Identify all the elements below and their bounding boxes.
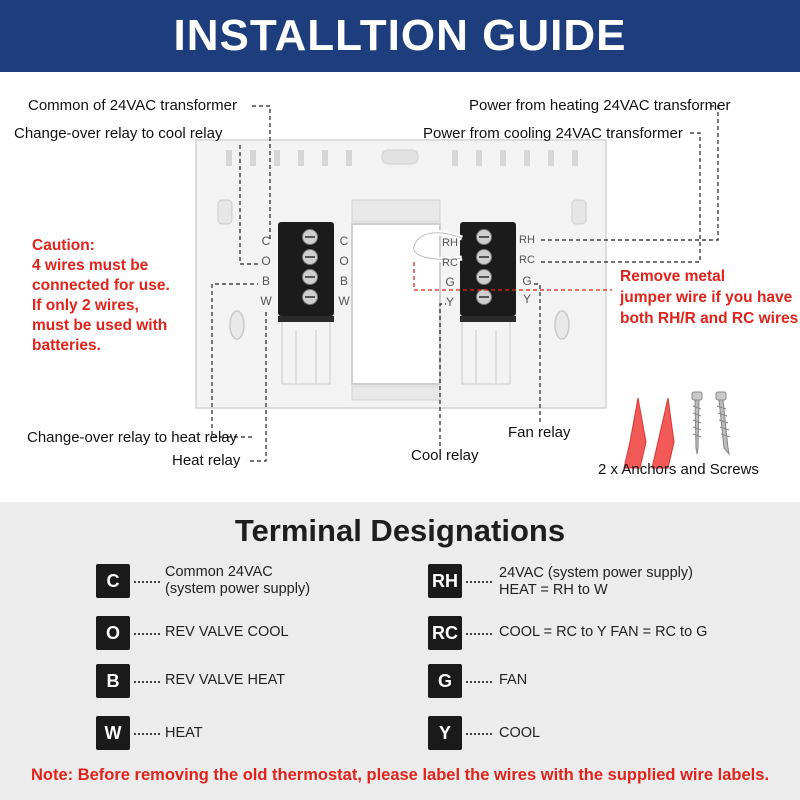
- left-inner-label-c: C: [340, 234, 349, 248]
- desc-line: COOL: [499, 725, 541, 741]
- label-power-heating: Power from heating 24VAC transformer: [469, 97, 731, 114]
- label-heat-relay: Heat relay: [172, 452, 241, 469]
- right-outer-label-rc: RC: [519, 254, 535, 266]
- dotted-leader: [466, 733, 492, 735]
- jumper-leader-line: [413, 262, 612, 291]
- vent-slots: [226, 150, 578, 166]
- caution-line: Caution:: [32, 237, 95, 254]
- terminal-desc-y: COOL: [499, 725, 540, 742]
- dotted-leader: [134, 681, 160, 683]
- right-outer-label-rh: RH: [519, 234, 535, 246]
- designations-title: Terminal Designations: [234, 513, 566, 548]
- terminal-code-o: O: [96, 616, 130, 650]
- right-latch: [571, 199, 587, 225]
- right-outer-label-g: G: [522, 274, 531, 288]
- desc-line: 24VAC (system power supply): [499, 565, 693, 581]
- caution-line: connected for use.: [32, 277, 170, 294]
- left-inner-label-b: B: [340, 274, 348, 288]
- terminal-desc-b: REV VALVE HEAT: [165, 672, 285, 689]
- terminal-desc-rc: COOL = RC to Y FAN = RC to G: [499, 624, 707, 641]
- right-screw-slot: [554, 310, 570, 340]
- dotted-leader: [466, 633, 492, 635]
- dotted-leader: [134, 733, 160, 735]
- left-inner-label-w: W: [338, 294, 350, 308]
- terminal-desc-o: REV VALVE COOL: [165, 624, 289, 641]
- left-screw-slot: [229, 310, 245, 340]
- right-inner-label-rh: RH: [442, 237, 458, 249]
- label-common-transformer: Common of 24VAC transformer: [28, 97, 237, 114]
- terminal-desc-rh: 24VAC (system power supply) HEAT = RH to…: [499, 565, 693, 599]
- terminal-code-g: G: [428, 664, 462, 698]
- wire-opening: [351, 223, 441, 385]
- terminal-designations-panel: [0, 502, 800, 800]
- terminal-code-y: Y: [428, 716, 462, 750]
- left-outer-label-b: B: [262, 274, 270, 288]
- right-inner-label-g: G: [445, 275, 454, 289]
- caution-line: 4 wires must be: [32, 257, 149, 274]
- jumper-note-line: Remove metal: [620, 268, 726, 285]
- terminal-code-rh: RH: [428, 564, 462, 598]
- right-terminal-block: [460, 222, 516, 322]
- right-inner-label-rc: RC: [442, 257, 458, 269]
- top-latch: [381, 149, 419, 165]
- terminal-desc-c: Common 24VAC (system power supply): [165, 564, 310, 598]
- desc-line: (system power supply): [165, 581, 311, 597]
- dotted-leader: [466, 581, 492, 583]
- left-outer-label-c: C: [262, 234, 271, 248]
- terminal-code-c: C: [96, 564, 130, 598]
- screw-2: [715, 391, 731, 456]
- jumper-note: Remove metal jumper wire if you have bot…: [620, 266, 798, 329]
- label-fan-relay: Fan relay: [508, 424, 571, 441]
- jumper-note-line: jumper wire if you have: [620, 289, 793, 306]
- terminal-code-b: B: [96, 664, 130, 698]
- screw-1: [691, 391, 703, 455]
- label-wires-note: Note: Before removing the old thermostat…: [30, 766, 770, 784]
- label-changeover-heat: Change-over relay to heat relay: [27, 429, 238, 446]
- label-changeover-cool: Change-over relay to cool relay: [14, 125, 223, 142]
- caution-line: batteries.: [32, 337, 101, 354]
- leader-lines: [211, 105, 719, 462]
- dotted-leader: [134, 581, 160, 583]
- terminal-desc-w: HEAT: [165, 725, 203, 742]
- label-power-cooling: Power from cooling 24VAC transformer: [423, 125, 683, 142]
- dotted-leader: [466, 681, 492, 683]
- anchor-1: [623, 397, 647, 469]
- terminal-code-w: W: [96, 716, 130, 750]
- desc-line: REV VALVE COOL: [165, 624, 289, 640]
- left-latch: [217, 199, 233, 225]
- jumper-note-line: both RH/R and RC wires: [620, 310, 799, 327]
- label-anchors-screws: 2 x Anchors and Screws: [598, 461, 759, 478]
- header-banner: INSTALLTION GUIDE: [0, 0, 800, 72]
- desc-line: HEAT: [165, 725, 203, 741]
- desc-line: COOL = RC to Y FAN = RC to G: [499, 624, 708, 640]
- caution-line: If only 2 wires,: [32, 297, 139, 314]
- desc-line: FAN: [499, 672, 528, 688]
- right-inner-label-y: Y: [446, 295, 454, 309]
- left-outer-label-w: W: [260, 294, 272, 308]
- page-title: INSTALLTION GUIDE: [173, 11, 627, 60]
- left-outer-label-o: O: [261, 254, 270, 268]
- label-cool-relay: Cool relay: [411, 447, 479, 464]
- desc-line: REV VALVE HEAT: [165, 672, 286, 688]
- terminal-desc-g: FAN: [499, 672, 527, 689]
- caution-line: must be used with: [32, 317, 168, 334]
- right-outer-label-y: Y: [523, 292, 531, 306]
- anchor-2: [651, 397, 675, 469]
- desc-line: Common 24VAC: [165, 564, 273, 580]
- dotted-leader: [134, 633, 160, 635]
- desc-line: HEAT = RH to W: [499, 582, 608, 598]
- wiring-diagram: C O B W C O B W RH RC G Y RH RC G Y: [195, 105, 731, 469]
- left-inner-label-o: O: [339, 254, 348, 268]
- caution-note: Caution: 4 wires must be connected for u…: [32, 236, 170, 356]
- left-terminal-block: [278, 222, 334, 322]
- terminal-code-rc: RC: [428, 616, 462, 650]
- lower-ribs: [281, 317, 511, 385]
